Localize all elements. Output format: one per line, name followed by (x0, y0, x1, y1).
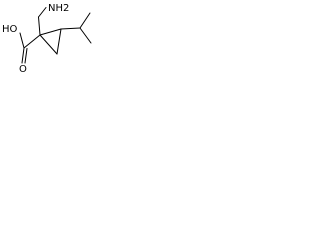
ring-bond-c1-c3 (39, 34, 58, 55)
structural-formula: NH2 HO O (2, 3, 92, 73)
bond-c1-ch2 (38, 16, 41, 36)
bond-ch-methyl-top (79, 12, 91, 29)
ring-bond-c2-c3 (56, 28, 62, 55)
amine-label: NH2 (48, 3, 69, 14)
hydroxyl-label: HO (2, 24, 18, 35)
bond-ch2-n (38, 7, 47, 18)
bond-carbonyl-double-2 (24, 48, 28, 64)
carbonyl-oxygen-label: O (19, 64, 27, 73)
bond-c1-carboxyl (23, 34, 41, 49)
bond-c2-ch (60, 27, 81, 30)
bond-ch-methyl-bottom (79, 27, 92, 44)
bond-carboxyl-oh (19, 32, 25, 49)
bond-carbonyl-double-1 (21, 47, 25, 64)
ring-bond-c1-c2 (39, 28, 62, 36)
